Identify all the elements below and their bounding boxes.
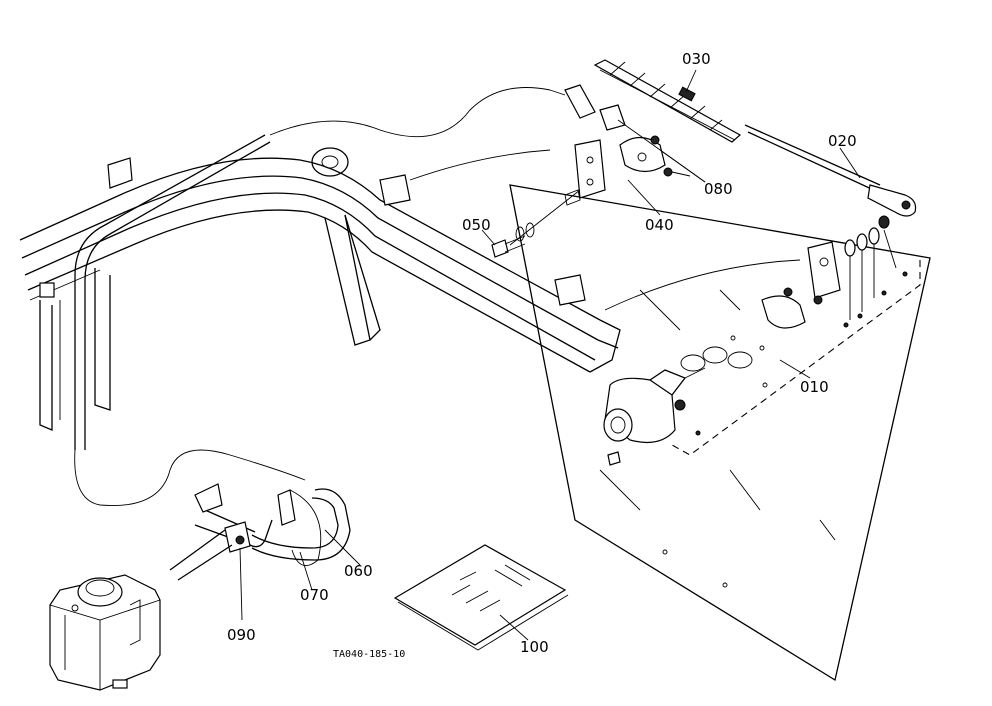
washer-tube	[74, 87, 566, 506]
leader-lines	[239, 69, 861, 641]
washer-hose-assembly	[169, 483, 351, 581]
label-020: 020	[828, 132, 857, 150]
cab-frame	[19, 147, 621, 431]
bolt-and-washers	[491, 222, 535, 258]
label-070: 070	[300, 586, 329, 604]
label-080: 080	[704, 180, 733, 198]
label-050: 050	[462, 216, 491, 234]
diagram-code: TA040-185-10	[333, 649, 405, 660]
label-010: 010	[800, 378, 829, 396]
label-100: 100	[520, 638, 549, 656]
label-060: 060	[344, 562, 373, 580]
manual-booklet	[393, 544, 569, 651]
label-090: 090	[227, 626, 256, 644]
wiper-blade	[593, 59, 742, 143]
washer-tank	[49, 574, 161, 691]
windshield-glass	[509, 184, 931, 682]
label-030: 030	[682, 50, 711, 68]
group-boundary-010	[671, 260, 921, 456]
label-040: 040	[645, 216, 674, 234]
wiper-motor	[409, 149, 908, 466]
